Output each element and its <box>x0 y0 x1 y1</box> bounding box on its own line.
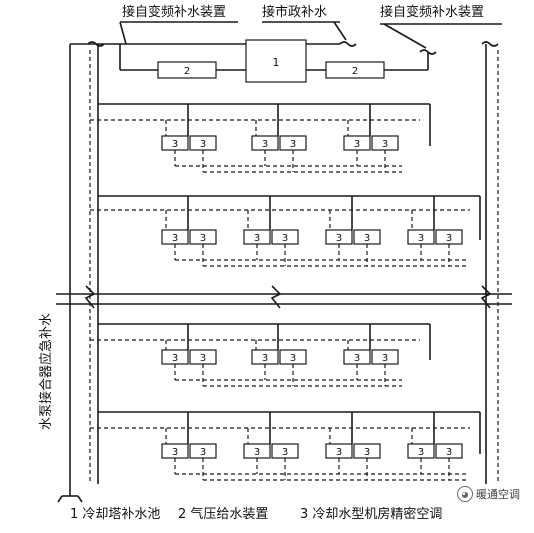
ac-unit-label: 3 <box>172 447 178 458</box>
ac-unit-label: 3 <box>262 353 268 364</box>
ac-unit-label: 3 <box>254 233 260 244</box>
ac-unit-label: 3 <box>200 353 206 364</box>
ac-unit-label: 3 <box>354 139 360 150</box>
label-top-middle: 接市政补水 <box>262 4 327 20</box>
label-vertical-left: 水泵接合器应急补水 <box>38 313 54 430</box>
legend-item-3: 3 冷却水型机房精密空调 <box>300 506 442 522</box>
break-mark-right <box>481 41 499 47</box>
pool-box-label: 1 <box>273 56 280 69</box>
ac-unit-label: 3 <box>282 233 288 244</box>
leader-right <box>383 23 427 49</box>
ac-unit-label: 3 <box>172 233 178 244</box>
ac-unit-label: 3 <box>382 353 388 364</box>
watermark-text: 暖通空调 <box>476 488 520 501</box>
break-mark-left <box>87 41 105 47</box>
leader-left <box>119 21 127 45</box>
legend-item-1: 1 冷却塔补水池 <box>70 507 160 522</box>
connector-leg-right <box>77 495 83 503</box>
legend-item-2: 2 气压给水装置 <box>178 506 268 522</box>
ac-unit-label: 3 <box>418 447 424 458</box>
ac-unit-label: 3 <box>418 233 424 244</box>
ac-unit-label: 3 <box>364 233 370 244</box>
ac-unit-label: 3 <box>364 447 370 458</box>
watermark: ◕ 暖通空调 <box>457 486 520 502</box>
ac-unit-label: 3 <box>254 447 260 458</box>
break-zigzag-left <box>84 285 96 309</box>
floor-groups: 3 3 3 3 3 3 3 3 3 3 3 3 3 3 3 3 3 3 3 3 3 3 3 3 3 3 3 3 <box>90 103 481 481</box>
leader-middle <box>333 21 347 41</box>
ac-unit-label: 3 <box>172 139 178 150</box>
pressure-box-right-label: 2 <box>352 66 358 77</box>
pressure-box-left-label: 2 <box>184 66 190 77</box>
ac-unit-label: 3 <box>200 233 206 244</box>
ac-unit-label: 3 <box>446 447 452 458</box>
ac-unit-label: 3 <box>382 139 388 150</box>
label-top-right: 接自变频补水装置 <box>380 4 484 20</box>
ac-unit-label: 3 <box>290 139 296 150</box>
ac-unit-label: 3 <box>262 139 268 150</box>
label-top-left: 接自变频补水装置 <box>122 4 226 20</box>
ac-unit-label: 3 <box>200 139 206 150</box>
ac-unit-label: 3 <box>336 447 342 458</box>
connector-leg-left <box>57 495 63 503</box>
wechat-icon: ◕ <box>457 486 473 502</box>
ac-unit-label: 3 <box>290 353 296 364</box>
pool-box <box>245 39 307 83</box>
break-mark-municipal <box>339 41 357 47</box>
ac-unit-label: 3 <box>354 353 360 364</box>
ac-unit-label: 3 <box>200 447 206 458</box>
ac-unit-label: 3 <box>336 233 342 244</box>
break-zigzag-right <box>480 285 492 309</box>
break-zigzag-middle <box>270 285 282 309</box>
ac-unit-label: 3 <box>172 353 178 364</box>
ac-unit-label: 3 <box>282 447 288 458</box>
ac-unit-label: 3 <box>446 233 452 244</box>
